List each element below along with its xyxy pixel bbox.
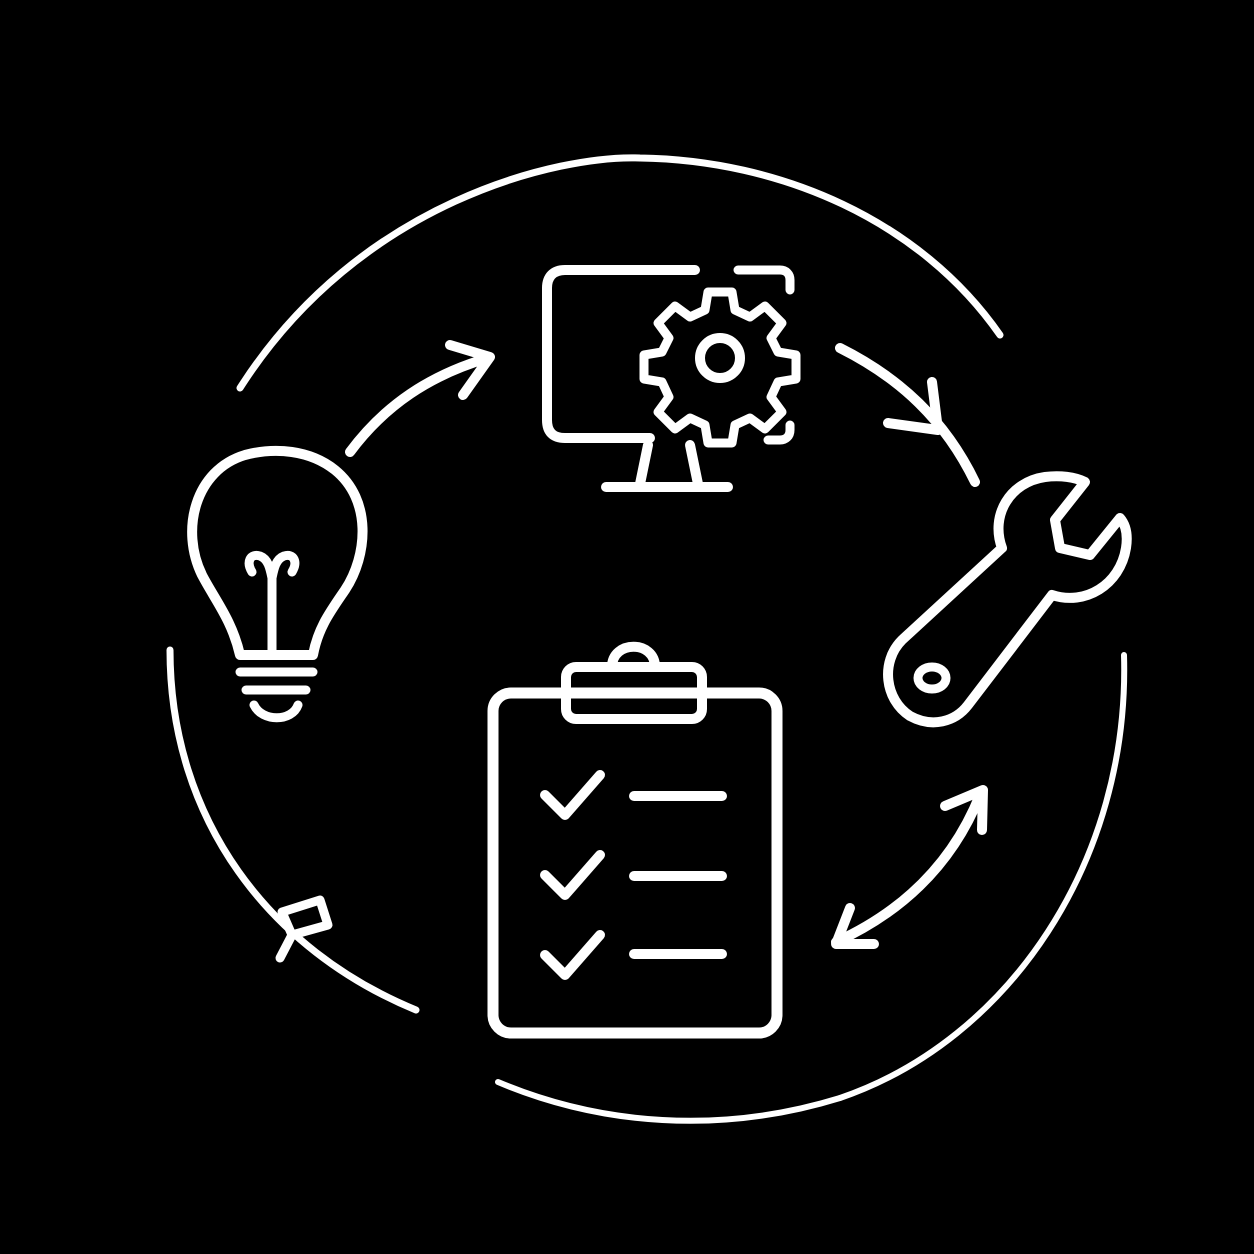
checklist-row-2: [540, 850, 727, 900]
checklist-row-3: [540, 930, 727, 980]
arrow-clipboard-to-lightbulb: [275, 895, 333, 963]
outer-ring-top-arc: [236, 154, 1004, 392]
monitor-gear-icon: [542, 265, 801, 492]
arrow-lightbulb-to-monitor: [345, 340, 495, 457]
lightbulb-icon: [187, 445, 368, 723]
outer-ring: [166, 154, 1128, 1124]
gear-icon: [639, 287, 801, 448]
arrow-clipboard-to-wrench: [831, 785, 988, 949]
arrow-monitor-to-wrench: [835, 343, 980, 487]
wrench-icon: [883, 471, 1132, 728]
outer-ring-left-arc: [166, 646, 420, 1014]
outer-ring-bottom-arc: [495, 1079, 843, 1124]
clipboard-checklist-icon: [487, 641, 783, 1039]
checklist-row-1: [540, 770, 727, 820]
outer-ring-right-arc: [837, 652, 1128, 1101]
